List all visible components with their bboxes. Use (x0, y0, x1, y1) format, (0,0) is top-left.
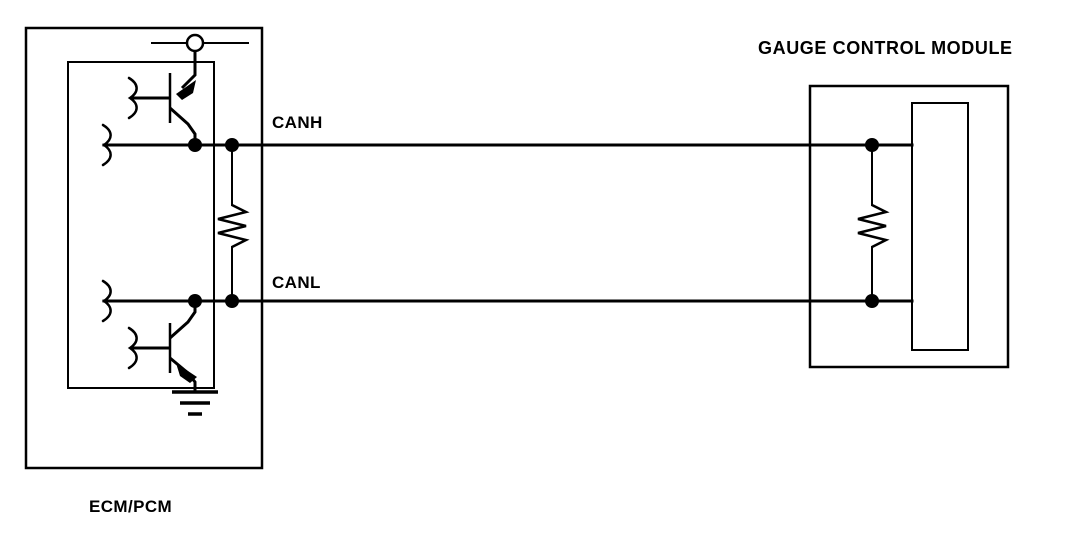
supply-terminal-group (151, 33, 249, 53)
gauge-inner-ic-box (911, 102, 969, 351)
canh-label: CANH (272, 113, 323, 132)
gauge-resistor-zigzag (857, 203, 890, 249)
ecm-canh-resistor-node (225, 138, 239, 152)
high-side-pnp-transistor (127, 51, 197, 145)
ecm-canl-resistor-node (225, 294, 239, 308)
pnp-base-wire-break-icon (127, 76, 138, 120)
ecm-outer-box (24, 26, 264, 470)
pnp-emitter-arrowhead (176, 80, 196, 100)
low-side-npn-transistor (127, 301, 197, 392)
can-bus-wires (102, 143, 914, 303)
supply-terminal-circle (185, 33, 205, 53)
ecm-termination-resistor (217, 144, 250, 302)
ecm-canl-collector-node (188, 294, 202, 308)
chassis-ground-symbol (172, 390, 218, 416)
canl-label: CANL (272, 273, 321, 292)
gauge-outer-box (808, 84, 1010, 369)
ecm-resistor-zigzag (217, 203, 250, 249)
ecm-canh-collector-node (188, 138, 202, 152)
gauge-module-title: GAUGE CONTROL MODULE (758, 38, 1013, 58)
npn-base-wire-break-icon (127, 326, 138, 370)
gauge-termination-resistor (857, 144, 890, 302)
ecm-inner-box (67, 61, 215, 389)
npn-emitter-arrowhead (176, 363, 197, 383)
ecm-pcm-block: ECM/PCM (24, 26, 264, 516)
junction-dots (188, 138, 879, 308)
ecm-block-label: ECM/PCM (89, 497, 172, 516)
pnp-emitter-lead (180, 51, 197, 90)
gauge-control-module-block: GAUGE CONTROL MODULE (758, 38, 1013, 369)
